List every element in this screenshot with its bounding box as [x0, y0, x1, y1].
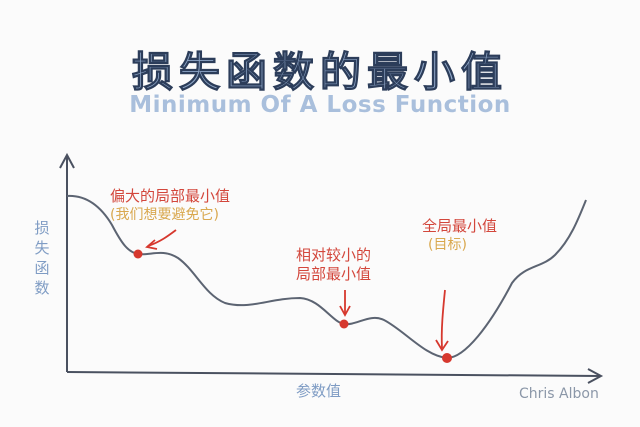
global-min-note: (目标)	[428, 237, 467, 253]
small-local-min-point	[339, 319, 349, 329]
big-local-min-arrow	[147, 229, 177, 247]
big-local-min-label: 偏大的局部最小值	[110, 187, 231, 205]
x-axis	[66, 371, 601, 377]
global-min-label: 全局最小值	[422, 217, 498, 235]
small-local-min-label-line2: 局部最小值	[296, 265, 372, 283]
x-axis-label: 参数值	[296, 382, 342, 400]
x-axis-arrowhead	[587, 368, 604, 384]
big-local-min-arrowhead	[145, 239, 158, 250]
global-min-point	[442, 353, 452, 363]
small-local-min-arrowhead	[339, 305, 351, 317]
y-axis-arrowhead	[59, 152, 75, 169]
signature: Chris Albon	[519, 386, 599, 402]
title-chinese: 损失函数的最小值	[132, 48, 508, 97]
big-local-min-point	[133, 249, 143, 259]
title-english: Minimum Of A Loss Function	[129, 92, 511, 118]
global-min-arrowhead	[435, 339, 449, 352]
global-min-arrow	[440, 289, 446, 349]
y-axis-label: 损失函数	[34, 219, 50, 297]
small-local-min-label-line1: 相对较小的	[296, 246, 372, 264]
big-local-min-note: (我们想要避免它)	[110, 207, 219, 223]
